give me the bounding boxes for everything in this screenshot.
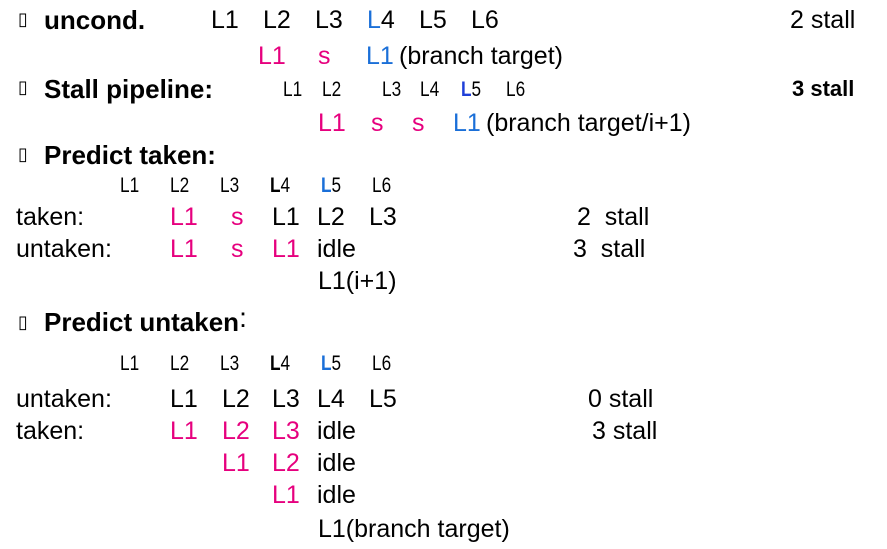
row-label: untaken: <box>16 385 112 413</box>
stage-label: L5 <box>321 353 341 374</box>
stall-count: 3 stall <box>592 417 658 445</box>
pipeline-cell: L1 <box>170 235 198 263</box>
stage-label: L6 <box>471 6 499 34</box>
bullet-icon: ▯ <box>18 77 28 98</box>
stage-digit: 4 <box>280 352 291 375</box>
stage-letter: L <box>461 78 472 101</box>
stage-label: L2 <box>322 78 342 101</box>
pipeline-cell: L1 <box>366 42 394 70</box>
predict-untaken-title: Predict untaken: <box>44 302 247 337</box>
stage-digit: 5 <box>331 174 342 197</box>
stall-count: 0 stall <box>588 385 654 413</box>
pipeline-cell: L1 <box>453 109 481 137</box>
stage-label: L1 <box>283 78 303 101</box>
stage-letter: L <box>367 6 381 34</box>
stage-label: L3 <box>382 78 402 101</box>
stage-digit: 5 <box>471 78 482 101</box>
pipeline-cell: L1 <box>222 449 250 477</box>
stage-label: L6 <box>372 352 392 375</box>
stage-letter: L <box>321 174 332 197</box>
stage-label: L2 <box>170 174 190 197</box>
stage-label: L4 <box>270 353 290 374</box>
bullet-icon: ▯ <box>18 9 28 30</box>
bullet-icon: ▯ <box>18 312 28 333</box>
stage-label: L2 <box>263 6 291 34</box>
pipeline-cell: L1 <box>318 109 346 137</box>
pipeline-cell: L5 <box>369 385 397 413</box>
stage-letter: L <box>270 174 281 197</box>
pipeline-cell: L1 <box>272 235 300 263</box>
stage-label: L2 <box>170 352 190 375</box>
row-label: untaken: <box>16 235 112 263</box>
stall-pipeline-title: Stall pipeline: <box>44 74 214 104</box>
stage-label: L4 <box>270 175 290 196</box>
pipeline-cell: L3 <box>369 203 397 231</box>
branch-target-note: (branch target/i+1) <box>486 109 691 137</box>
pipeline-cell: s <box>231 235 244 263</box>
pipeline-cell: L3 <box>272 385 300 413</box>
branch-target-note: (branch target) <box>399 42 563 70</box>
pipeline-cell: L3 <box>272 417 300 445</box>
pipeline-cell: s <box>231 203 244 231</box>
stage-label: L5 <box>461 79 481 100</box>
stage-label: L5 <box>419 6 447 34</box>
pipeline-cell: L2 <box>222 417 250 445</box>
stage-digit: 4 <box>280 174 291 197</box>
pipeline-cell: L2 <box>272 449 300 477</box>
pipeline-cell: idle <box>317 417 356 445</box>
row-label: taken: <box>16 417 85 445</box>
pipeline-cell: idle <box>317 235 356 263</box>
stall-count: 2 stall <box>577 203 650 231</box>
row-label: taken: <box>16 203 85 231</box>
stage-label: L3 <box>315 6 343 34</box>
stall-count: 3 stall <box>573 235 646 263</box>
stage-label: L6 <box>372 174 392 197</box>
bullet-icon: ▯ <box>18 144 28 165</box>
pipeline-cell: L2 <box>222 385 250 413</box>
pipeline-cell: L1 <box>170 385 198 413</box>
pipeline-cell: L1 <box>170 417 198 445</box>
pipeline-cell: idle <box>317 449 356 477</box>
stage-label: L5 <box>321 175 341 196</box>
stage-label: L6 <box>506 78 526 101</box>
pipeline-cell: s <box>371 109 384 137</box>
pipeline-cell: s <box>412 109 425 137</box>
stage-label: L1 <box>120 352 140 375</box>
pipeline-cell: L2 <box>317 203 345 231</box>
stage-label: L4 <box>367 8 395 33</box>
pipeline-cell: L1(i+1) <box>318 267 397 295</box>
stage-letter: L <box>321 352 332 375</box>
pipeline-cell: L1(branch target) <box>318 515 510 543</box>
stage-label: L3 <box>220 174 240 197</box>
stage-letter: L <box>270 352 281 375</box>
uncond-title: uncond. <box>44 5 146 35</box>
predict-taken-title: Predict taken: <box>44 140 216 170</box>
pipeline-cell: idle <box>317 481 356 509</box>
pipeline-cell: L4 <box>317 385 345 413</box>
stall-count: 3 stall <box>792 76 855 101</box>
pipeline-cell: L1 <box>170 203 198 231</box>
stage-label: L3 <box>220 352 240 375</box>
pipeline-cell: s <box>318 42 331 70</box>
stall-count: 2 stall <box>790 6 856 34</box>
pipeline-cell: L1 <box>258 42 286 70</box>
stage-label: L1 <box>211 6 239 34</box>
pipeline-cell: L1 <box>272 481 300 509</box>
stage-label: L1 <box>120 174 140 197</box>
stage-label: L4 <box>420 78 440 101</box>
pipeline-cell: L1 <box>272 203 300 231</box>
stage-digit: 4 <box>380 6 395 34</box>
stage-digit: 5 <box>331 352 342 375</box>
